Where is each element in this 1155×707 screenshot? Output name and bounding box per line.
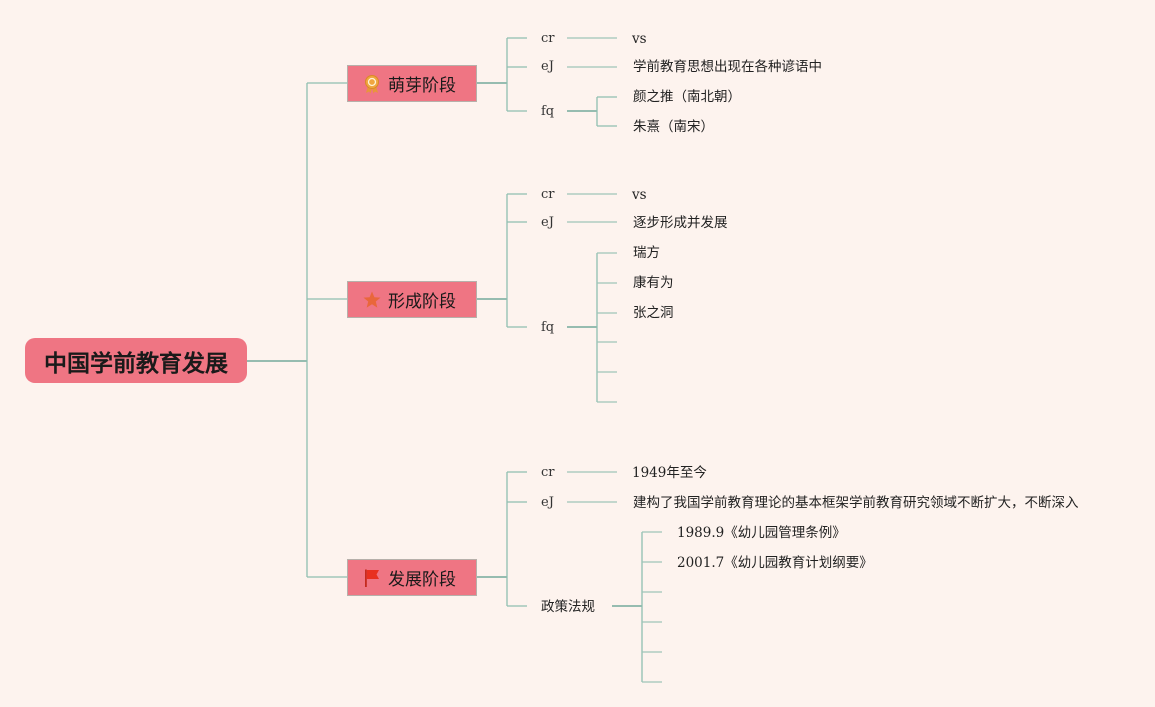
star-icon xyxy=(362,290,382,310)
cr-value: vs xyxy=(632,187,647,203)
ej-value: 学前教育思想出现在各种谚语中 xyxy=(633,59,822,75)
root-node[interactable]: 中国学前教育发展 xyxy=(25,338,247,383)
fq-item: 康有为 xyxy=(633,275,674,291)
stage-title: 萌芽阶段 xyxy=(388,76,456,96)
fq-label: fq xyxy=(541,320,555,335)
cr-label: cr xyxy=(541,31,555,46)
fq-label: fq xyxy=(541,104,555,119)
ej-label: eJ xyxy=(541,215,554,230)
stage-title: 形成阶段 xyxy=(388,292,456,312)
ej-label: eJ xyxy=(541,495,554,510)
flag-icon xyxy=(362,568,382,588)
policy-item: 2001.7《幼儿园教育计划纲要》 xyxy=(677,555,873,571)
stage-node-budding[interactable]: 萌芽阶段 xyxy=(347,65,477,102)
cr-value: vs xyxy=(632,31,647,47)
policy-item: 1989.9《幼儿园管理条例》 xyxy=(677,525,846,541)
policy-label: 政策法规 xyxy=(541,599,595,615)
ej-label: eJ xyxy=(541,59,554,74)
root-title: 中国学前教育发展 xyxy=(44,350,228,377)
stage-node-development[interactable]: 发展阶段 xyxy=(347,559,477,596)
medal-icon xyxy=(362,74,382,94)
fq-item: 瑞方 xyxy=(633,245,660,261)
fq-item: 朱熹（南宋） xyxy=(633,119,714,135)
cr-label: cr xyxy=(541,187,555,202)
stage-title: 发展阶段 xyxy=(388,570,456,590)
fq-item: 颜之推（南北朝） xyxy=(633,89,741,105)
cr-value: 1949年至今 xyxy=(632,465,707,481)
cr-label: cr xyxy=(541,465,555,480)
ej-value: 建构了我国学前教育理论的基本框架学前教育研究领域不断扩大，不断深入 xyxy=(633,495,1079,511)
stage-node-forming[interactable]: 形成阶段 xyxy=(347,281,477,318)
fq-item: 张之洞 xyxy=(633,305,674,321)
ej-value: 逐步形成并发展 xyxy=(633,215,728,231)
